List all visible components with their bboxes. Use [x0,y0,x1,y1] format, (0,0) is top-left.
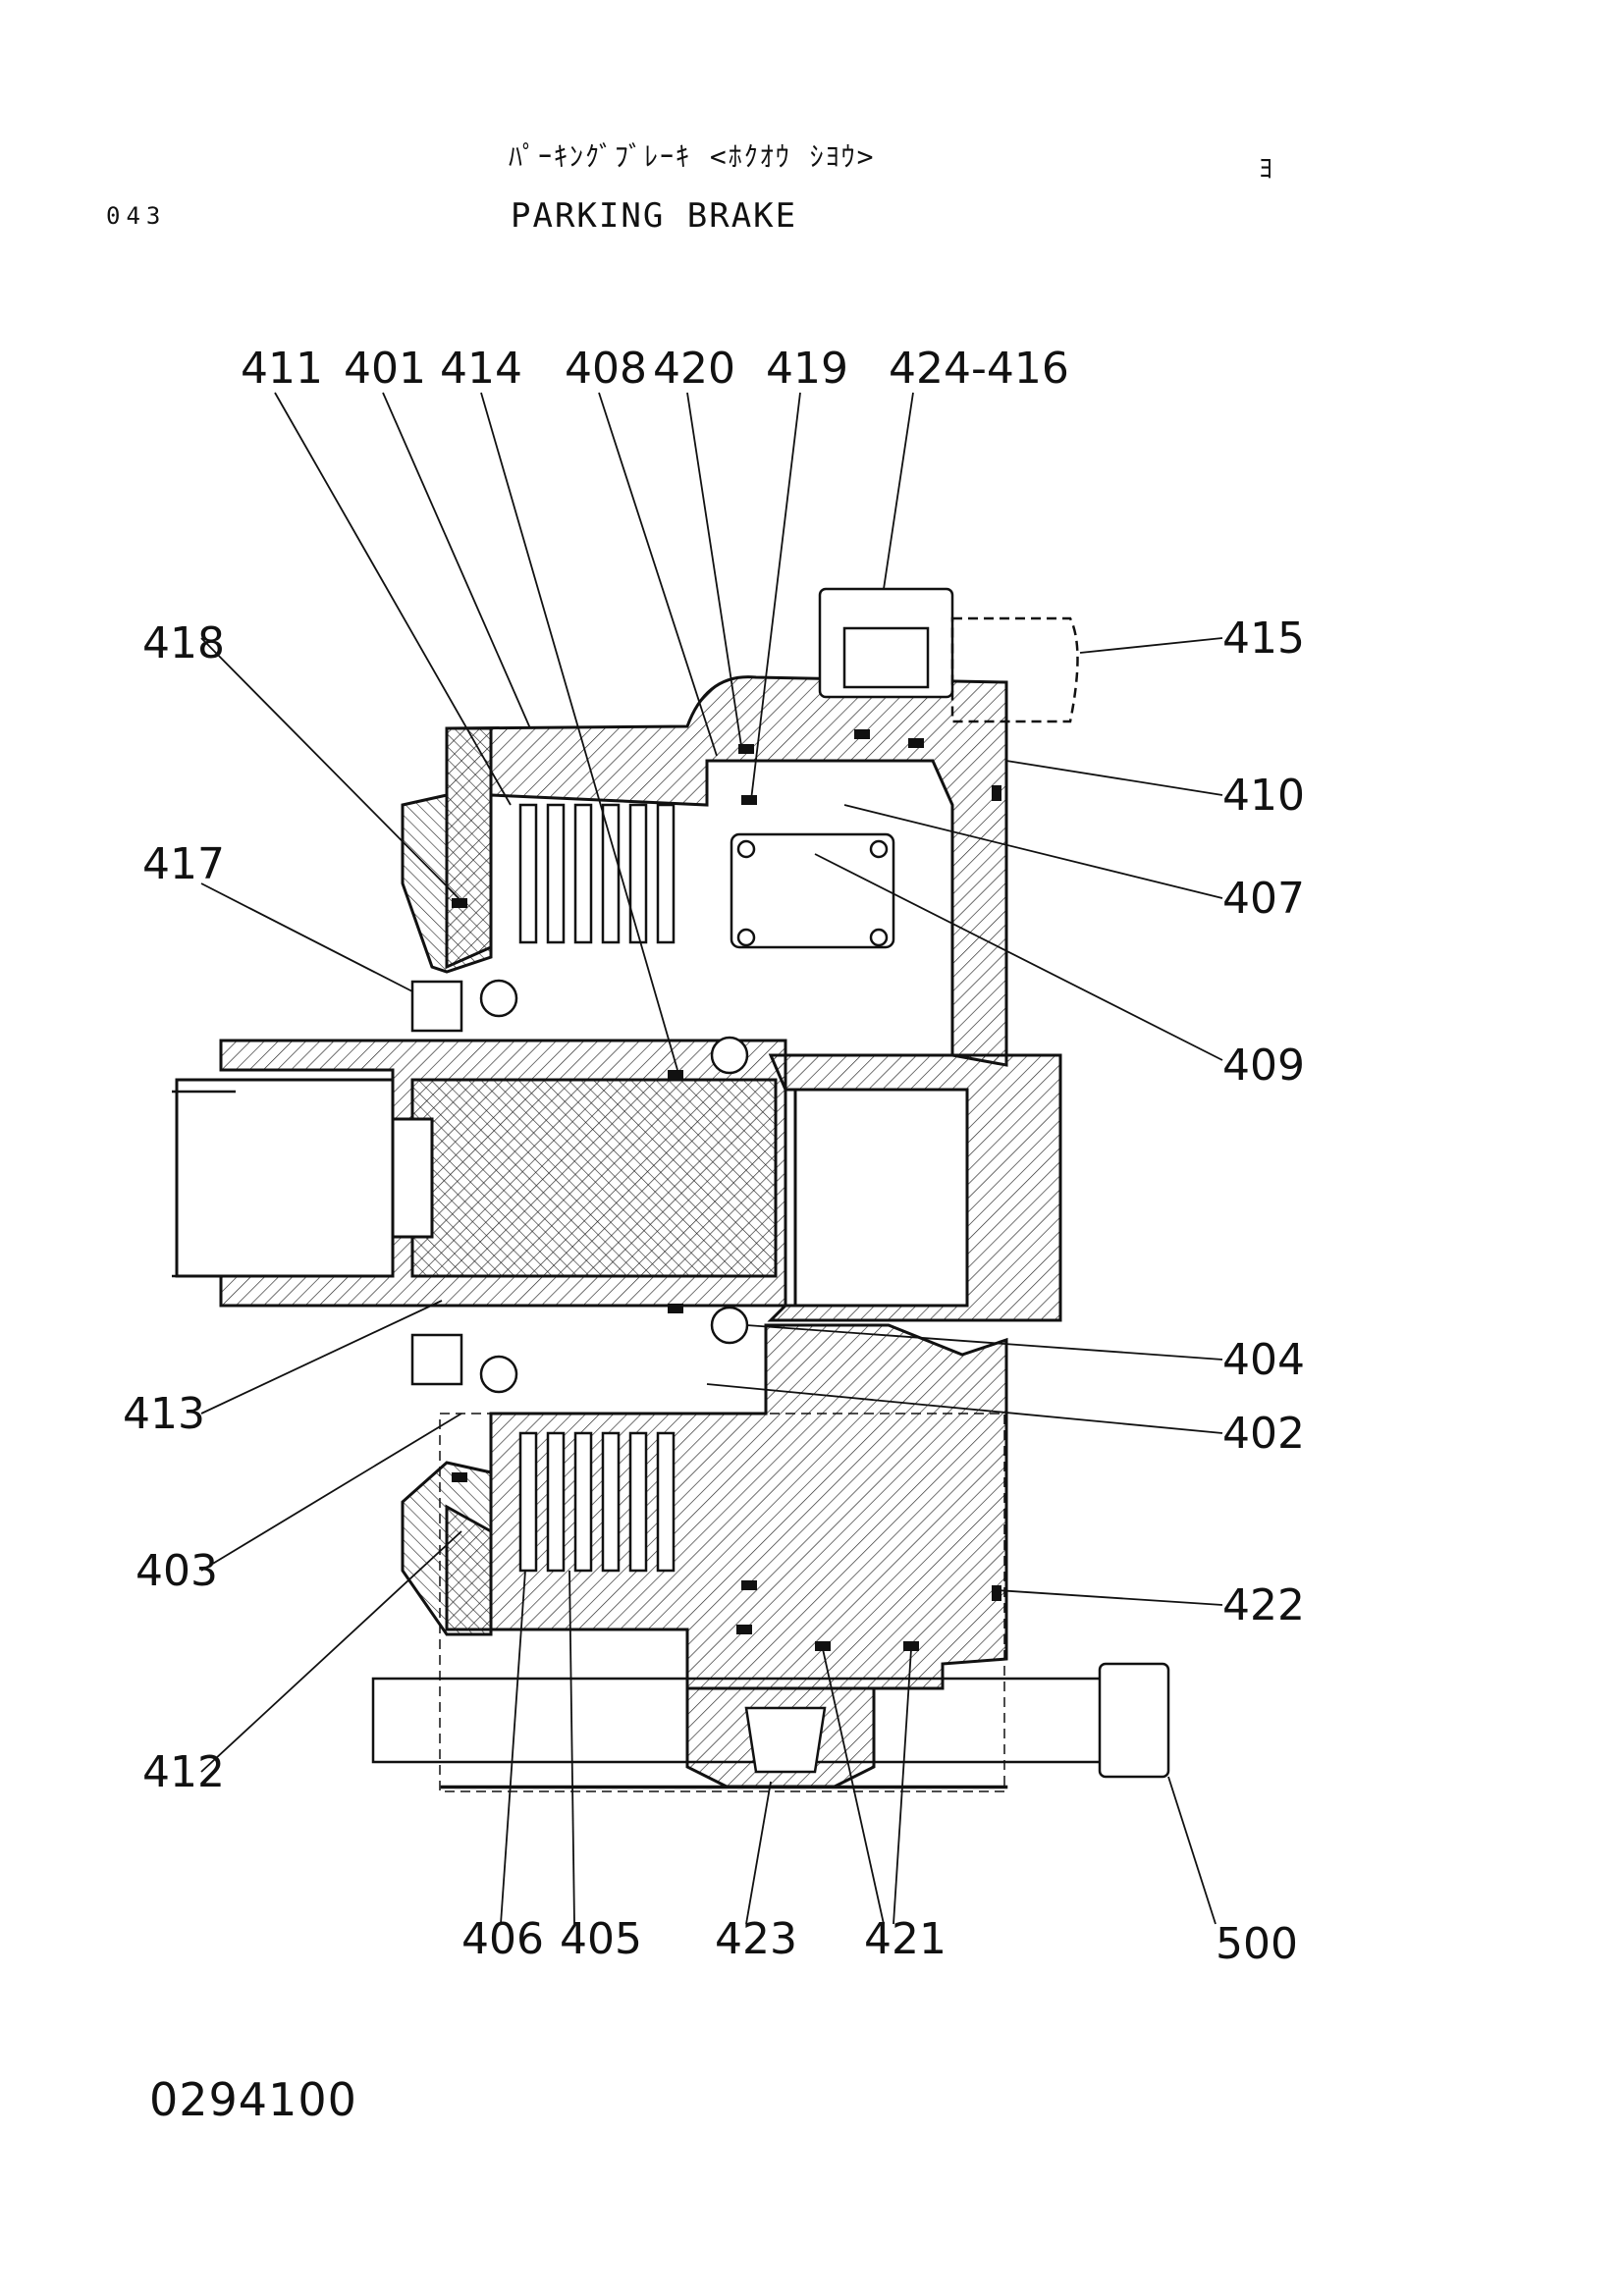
callout-419: 419 [766,344,848,394]
callout-408: 408 [565,344,647,394]
callout-411: 411 [241,344,323,394]
o-rings [452,729,1001,1651]
callout-403: 403 [135,1546,218,1596]
callout-404: 404 [1222,1335,1305,1385]
callout-410: 410 [1222,771,1305,821]
callout-402: 402 [1222,1409,1305,1459]
plugs-and-bolts [371,587,1170,1792]
callout-406: 406 [461,1914,544,1964]
callout-405: 405 [560,1914,642,1964]
housing-drawing [401,675,1008,1789]
leader-lines [200,392,1223,1925]
callout-413: 413 [123,1389,205,1439]
callout-422: 422 [1222,1580,1305,1630]
page-number: 043 [106,202,167,230]
callout-labels: 411 401 414 408 420 419 424-416 415 418 … [123,344,1305,1969]
callout-401: 401 [344,344,426,394]
shaft-drawing [172,1039,1062,1322]
callout-500: 500 [1216,1919,1298,1969]
callout-412: 412 [142,1747,225,1797]
callout-415: 415 [1222,614,1305,664]
callout-407: 407 [1222,874,1305,924]
callout-424-416: 424-416 [889,344,1069,394]
callout-420: 420 [653,344,735,394]
callout-414: 414 [440,344,522,394]
callout-418: 418 [142,618,225,668]
callout-409: 409 [1222,1041,1305,1091]
callout-421: 421 [864,1914,947,1964]
document-number: 0294100 [149,2073,357,2126]
title-english: PARKING BRAKE [511,196,798,236]
callout-423: 423 [715,1914,797,1964]
title-japanese: ﾊﾟｰｷﾝｸﾞﾌﾞﾚｰｷ <ﾎｸｵｳ ｼﾖｳ> [509,140,876,173]
callout-417: 417 [142,839,225,889]
friction-plates [518,803,676,1573]
corner-mark: ﾖ [1259,152,1273,185]
